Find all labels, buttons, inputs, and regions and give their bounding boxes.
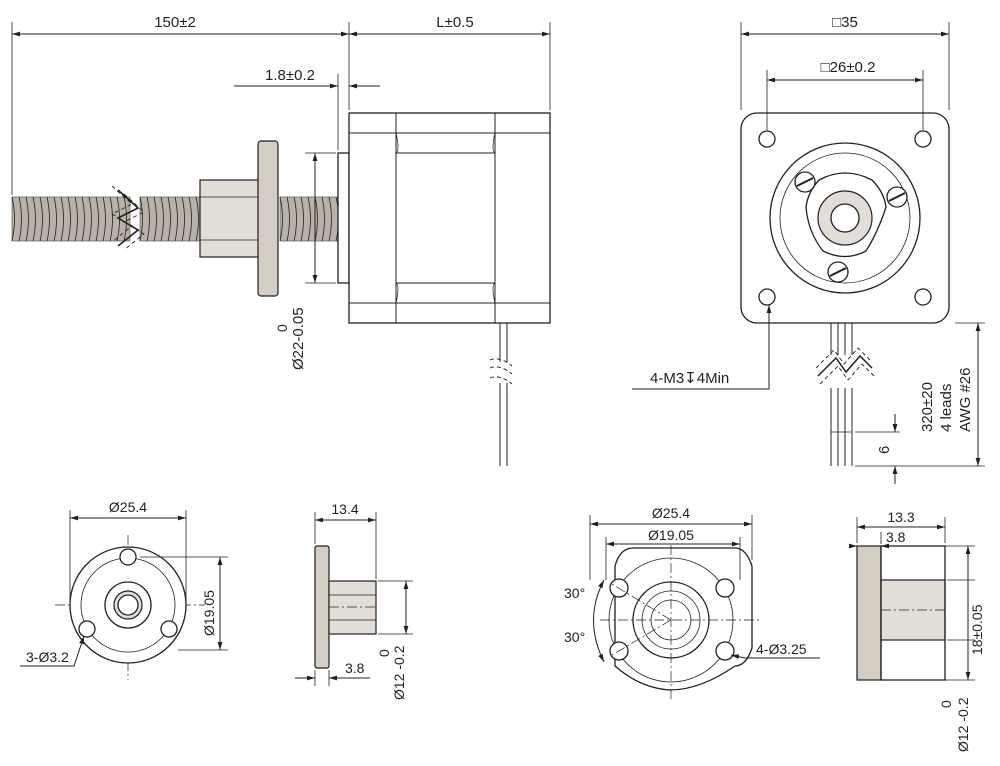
mount-hole-tr (914, 130, 932, 148)
nut2-angle-top: 30° (564, 585, 585, 601)
nut2-length: 13.3 (887, 509, 914, 525)
nut2-angle-bottom: 30° (564, 629, 585, 645)
hole-spacing-label: □26±0.2 (821, 59, 876, 76)
cover-screw-3 (827, 261, 849, 283)
motor-length-label: L±0.5 (436, 14, 473, 31)
lead-length-label: 320±20 (919, 382, 936, 432)
nut2-front-view: 30° 30° Ø25.4 Ø19.05 4-Ø3.25 (564, 505, 820, 700)
cover-screw-2 (886, 186, 908, 208)
nut1-dia: Ø12 -0.2 (391, 645, 407, 700)
screw-length-label: 150±2 (154, 14, 196, 31)
nut1-outer-dia: Ø25.4 (109, 499, 147, 515)
motor-front-view: □35 □26±0.2 4-M3↧4Min 320±20 4 leads AWG… (632, 14, 985, 484)
nut2-hole-4 (715, 641, 735, 661)
nut2-bolt-circle: Ø19.05 (648, 527, 694, 543)
motor-side-view: 150±2 L±0.5 1.8±0.2 Ø22-0.05 0 (11, 14, 551, 466)
screw-nut-hex (199, 179, 261, 258)
lead-screw (11, 196, 341, 242)
front-leads (815, 323, 875, 466)
motor-boss (337, 152, 350, 284)
nut2-dia: Ø12 -0.2 (955, 697, 971, 752)
nut2-flat: 18±0.05 (969, 604, 985, 655)
nut1-flange: 3.8 (345, 660, 365, 676)
nut1-dia-tol: 0 (376, 649, 392, 657)
nut1-hole-2 (78, 620, 96, 638)
awg-label: AWG #26 (957, 368, 974, 432)
nut2-flange: 3.8 (886, 529, 906, 545)
frame-size-label: □35 (832, 14, 858, 31)
boss-dia-label: Ø22-0.05 (290, 307, 307, 370)
cover-screw-1 (794, 171, 816, 193)
nut2-side-view: 13.3 3.8 18±0.05 Ø12 -0.2 0 (849, 509, 985, 752)
strip-length-label: 6 (876, 446, 893, 454)
boss-height-label: 1.8±0.2 (265, 67, 315, 84)
nut1-holes-callout: 3-Ø3.2 (26, 649, 69, 665)
nut1-hole-3 (160, 620, 178, 638)
lead-count-label: 4 leads (938, 384, 955, 432)
nut2-dia-tol: 0 (938, 700, 954, 708)
mount-hole-br (914, 288, 932, 306)
mount-hole-tl (758, 130, 776, 148)
nut1-length: 13.4 (331, 501, 358, 517)
side-leads (489, 323, 513, 466)
motor-body (348, 112, 551, 324)
shaft-hole (830, 203, 860, 233)
boss-dia-tol: 0 (274, 324, 290, 332)
nut2-hole-2 (715, 578, 735, 598)
nut1-side-view: 13.4 3.8 Ø12 -0.2 0 (295, 501, 413, 700)
nut1-front-view: Ø25.4 Ø19.05 3-Ø3.2 (20, 499, 228, 680)
nut1-hole-1 (119, 548, 137, 566)
nut2-holes-callout: 4-Ø3.25 (756, 641, 807, 657)
nut2-outer-dia: Ø25.4 (652, 505, 690, 521)
nut1-bolt-circle: Ø19.05 (201, 590, 217, 636)
screw-nut-flange (257, 140, 279, 297)
mount-hole-callout: 4-M3↧4Min (650, 370, 729, 387)
mount-hole-bl (758, 288, 776, 306)
